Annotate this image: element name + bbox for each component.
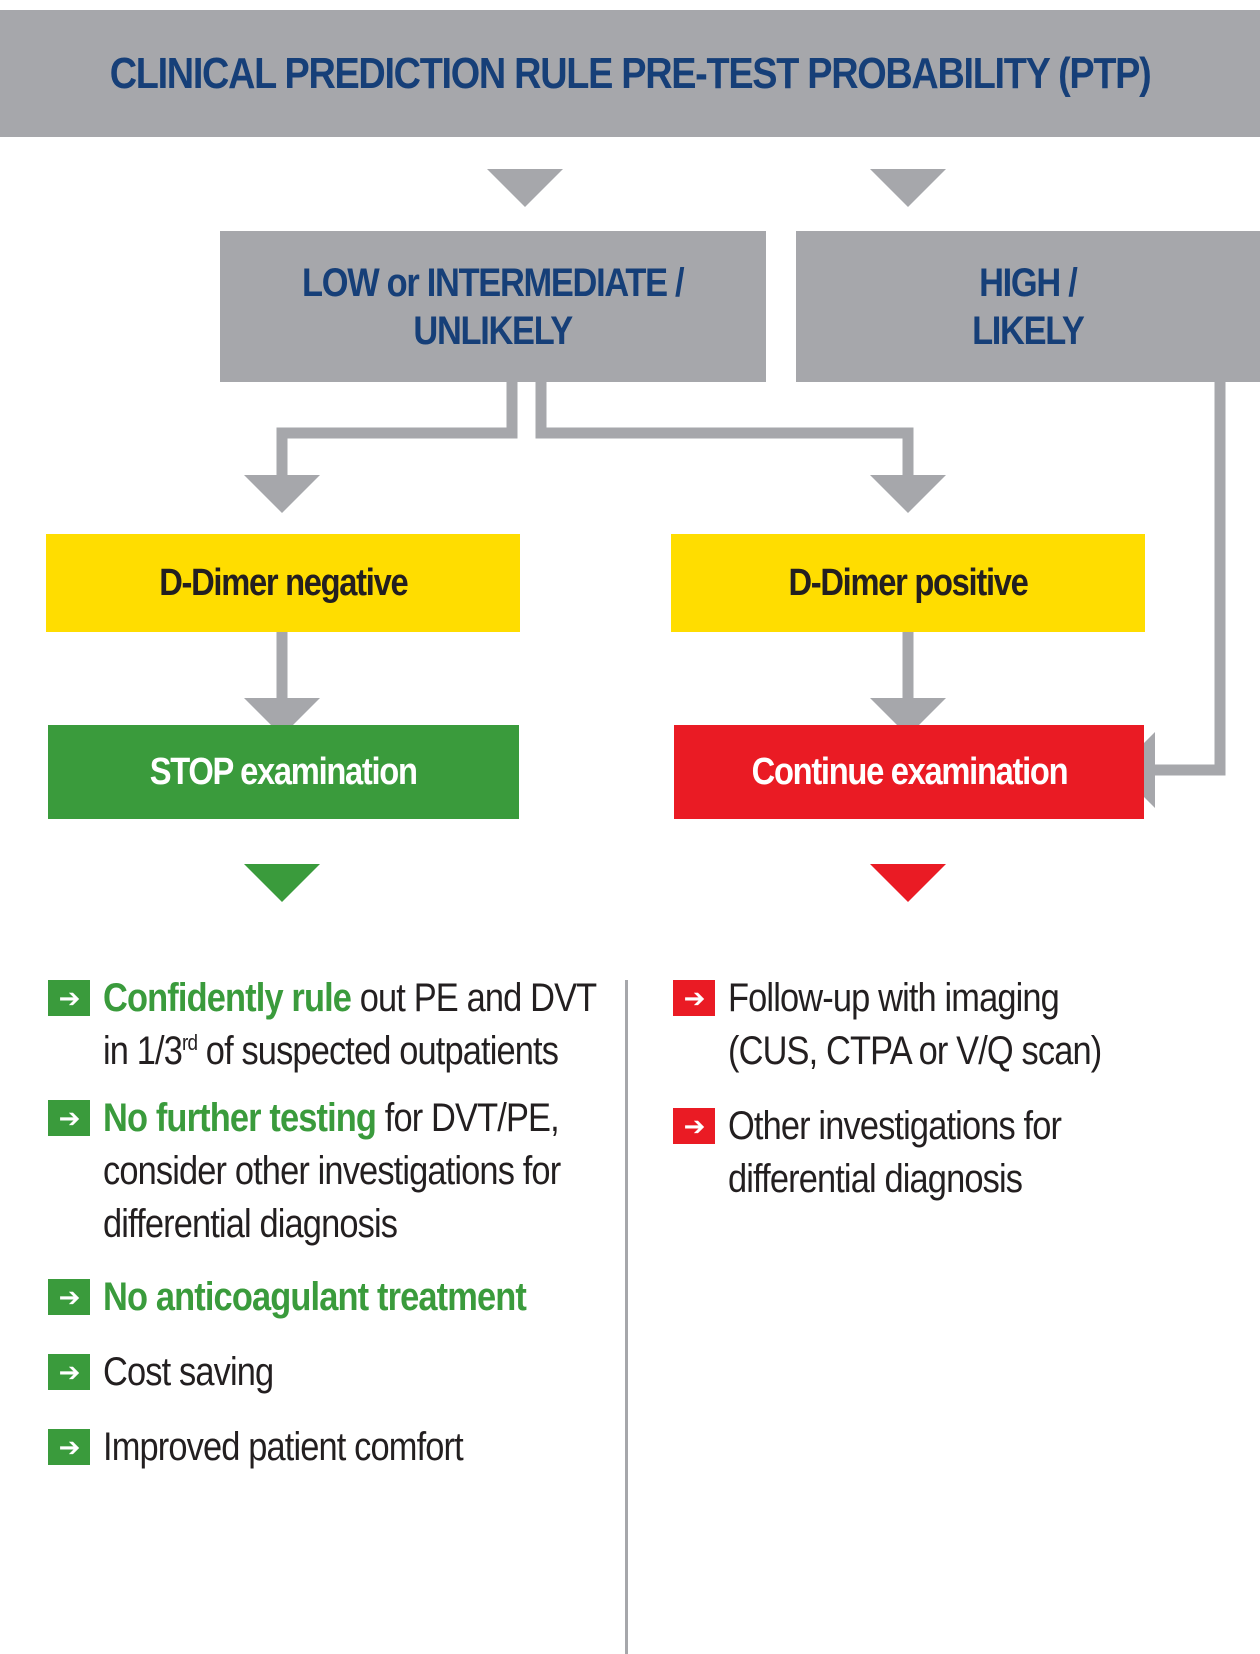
stop-examination-box: STOP examination xyxy=(48,725,519,819)
d-dimer-negative-label: D-Dimer negative xyxy=(158,561,408,604)
continue-examination-box: Continue examination xyxy=(674,725,1144,819)
list-item: ➔ No anticoagulant treatment xyxy=(48,1271,608,1324)
list-item: ➔ Cost saving xyxy=(48,1346,608,1399)
column-divider xyxy=(625,980,628,1654)
stop-examination-label: STOP examination xyxy=(150,750,418,793)
list-item: ➔ Improved patient comfort xyxy=(48,1421,608,1474)
low-line1: LOW or INTERMEDIATE / xyxy=(302,260,685,305)
list-item: ➔ Confidently rule out PE and DVT in 1/3… xyxy=(48,972,608,1078)
header-title: CLINICAL PREDICTION RULE PRE-TEST PROBAB… xyxy=(109,48,1152,98)
list-item: ➔ Follow-up with imaging (CUS, CTPA or V… xyxy=(673,972,1153,1078)
low-intermediate-box: LOW or INTERMEDIATE / UNLIKELY xyxy=(220,231,766,382)
continue-outcomes-list: ➔ Follow-up with imaging (CUS, CTPA or V… xyxy=(673,972,1153,1206)
continue-examination-label: Continue examination xyxy=(751,750,1068,793)
arrow-right-icon: ➔ xyxy=(48,1429,90,1465)
arrow-down-red-icon xyxy=(870,864,946,902)
arrow-down-icon xyxy=(870,169,946,207)
low-line2: UNLIKELY xyxy=(413,308,574,353)
high-line2: LIKELY xyxy=(972,308,1085,353)
arrow-right-icon: ➔ xyxy=(673,980,715,1016)
high-line1: HIGH / xyxy=(979,260,1078,305)
list-item: ➔ Other investigations for differential … xyxy=(673,1100,1153,1206)
arrow-right-icon: ➔ xyxy=(48,980,90,1016)
list-item: ➔ No further testing for DVT/PE, conside… xyxy=(48,1092,608,1251)
arrow-right-icon: ➔ xyxy=(48,1100,90,1136)
d-dimer-negative-box: D-Dimer negative xyxy=(46,534,520,632)
arrow-down-icon xyxy=(870,475,946,513)
d-dimer-positive-label: D-Dimer positive xyxy=(788,561,1028,604)
arrow-down-icon xyxy=(487,169,563,207)
connector-high-to-continue xyxy=(1150,382,1226,776)
stop-outcomes-list: ➔ Confidently rule out PE and DVT in 1/3… xyxy=(48,972,608,1474)
arrow-down-icon xyxy=(244,475,320,513)
arrow-right-icon: ➔ xyxy=(48,1279,90,1315)
arrow-right-icon: ➔ xyxy=(48,1354,90,1390)
ptp-header: CLINICAL PREDICTION RULE PRE-TEST PROBAB… xyxy=(0,10,1260,137)
connector-low-to-negative xyxy=(276,382,518,478)
connector-low-to-positive xyxy=(535,382,914,478)
d-dimer-positive-box: D-Dimer positive xyxy=(671,534,1145,632)
high-likely-box: HIGH / LIKELY xyxy=(796,231,1260,382)
arrow-down-green-icon xyxy=(244,864,320,902)
arrow-right-icon: ➔ xyxy=(673,1108,715,1144)
